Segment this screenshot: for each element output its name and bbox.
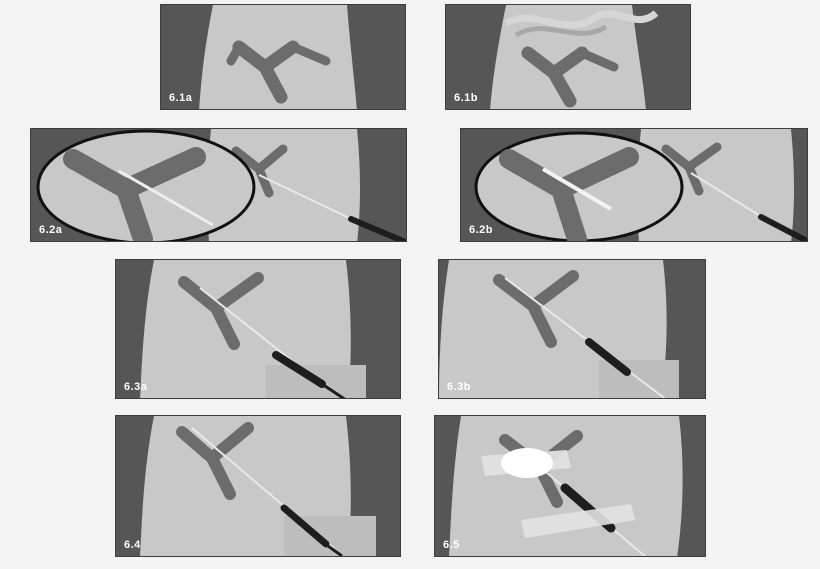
panel-label: 6.5 <box>443 539 460 551</box>
dressing-pad <box>501 448 553 478</box>
panel-label: 6.4 <box>124 539 141 551</box>
panel-6-5: 6.5 <box>434 415 706 557</box>
panel-label: 6.2b <box>469 224 493 236</box>
panel-label: 6.3a <box>124 381 147 393</box>
anatomy-illustration <box>116 260 401 399</box>
panel-6-1a: 6.1a <box>160 4 406 110</box>
panel-label: 6.1a <box>169 92 192 104</box>
panel-6-1b: 6.1b <box>445 4 691 110</box>
panel-label: 6.3b <box>447 381 471 393</box>
anatomy-illustration <box>116 416 401 557</box>
anatomy-illustration <box>161 5 406 110</box>
anatomy-illustration <box>446 5 691 110</box>
panel-label: 6.1b <box>454 92 478 104</box>
anatomy-illustration <box>435 416 706 557</box>
anatomy-illustration <box>461 129 808 242</box>
panel-label: 6.2a <box>39 224 62 236</box>
panel-6-2a: 6.2a <box>30 128 407 242</box>
syringe-device <box>351 219 403 241</box>
panel-6-3a: 6.3a <box>115 259 401 399</box>
panel-6-3b: 6.3b <box>438 259 706 399</box>
panel-6-4: 6.4 <box>115 415 401 557</box>
anatomy-illustration <box>439 260 706 399</box>
panel-6-2b: 6.2b <box>460 128 808 242</box>
anatomy-illustration <box>31 129 407 242</box>
